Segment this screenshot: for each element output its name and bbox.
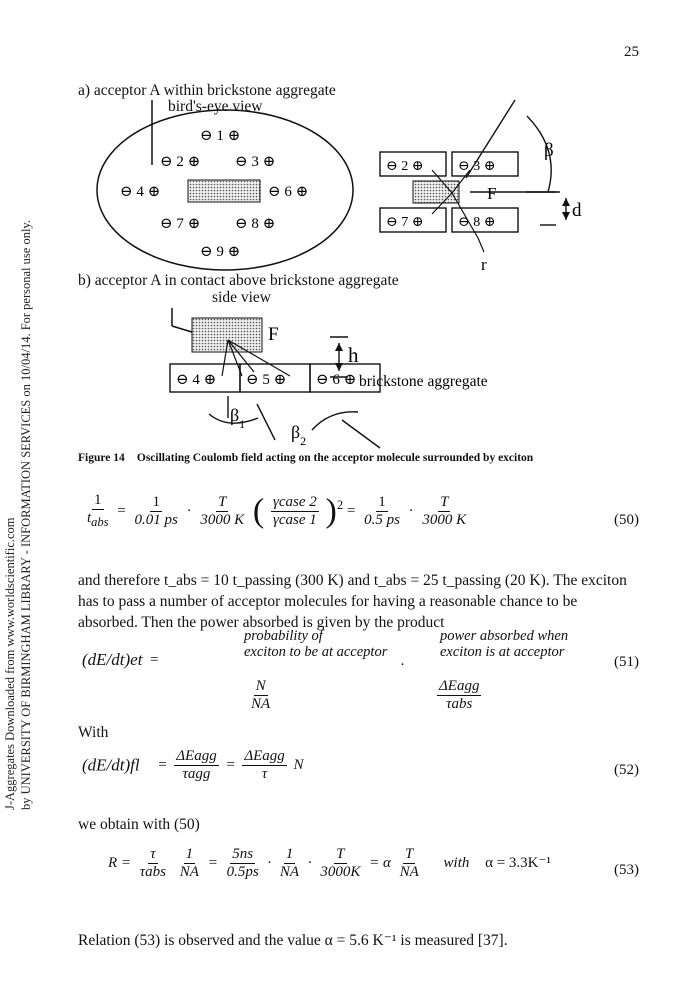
molecule-6-label: ⊖ 6 ⊕ [268,184,308,200]
molecule-row-1: ⊖ 1 ⊕ [200,128,240,144]
figure-14-diagram: ⊖ 1 ⊕ ⊖ 2 ⊕ ⊖ 3 ⊕ ⊖ 4 ⊕ ⊖ 6 ⊕ ⊖ 7 ⊕ ⊖ 8 … [96,99,582,449]
brick-8 [451,207,519,233]
equation-51-dot: · [400,657,405,673]
equation-53-number: (53) [614,862,639,878]
molecule-2-label: ⊖ 2 ⊕ [160,154,200,170]
force-label-a: F [487,184,496,203]
figure-caption-tag: Figure 14 [78,452,125,464]
radius-label-r: r [481,255,487,274]
figure-b-title: b) acceptor A in contact above brickston… [78,272,399,289]
brick-2 [379,151,447,177]
paragraph-2: Relation (53) is observed and the value … [78,932,508,949]
figure-caption-text: Oscillating Coulomb field acting on the … [136,452,534,464]
beta-direction-line [465,99,516,179]
page-number: 25 [624,44,639,60]
equation-50-number: (50) [614,512,639,528]
height-label-h: h [348,343,359,367]
side-molecule-4: ⊖ 4 ⊕ [176,372,216,388]
zoom-molecule-8: ⊖ 8 ⊕ [458,215,495,230]
figure-caption: Figure 14 Oscillating Coulomb field acti… [78,452,533,464]
brick-b-6 [309,363,381,393]
beta2-arc [311,411,359,431]
beta1-arc [208,413,259,424]
zoom-molecule-2: ⊖ 2 ⊕ [386,159,423,174]
molecule-1-label: ⊖ 1 ⊕ [200,128,240,144]
brickstone-aggregate-label: brickstone aggregate [359,373,488,390]
zoom-molecule-3: ⊖ 3 ⊕ [458,159,495,174]
with-label: With [78,724,109,741]
equation-51-number: (51) [614,654,639,670]
molecule-7-label: ⊖ 7 ⊕ [160,216,200,232]
equation-52-number: (52) [614,762,639,778]
equation-51-equals: = [150,652,159,668]
obtain-text: we obtain with (50) [78,816,200,833]
paragraph-1: and therefore t_abs = 10 t_passing (300 … [78,572,627,631]
brickstone-ellipse [96,109,354,271]
zoom-molecule-7: ⊖ 7 ⊕ [386,215,423,230]
angle-label-beta2: β2 [291,422,306,448]
molecule-9-label: ⊖ 9 ⊕ [200,244,240,260]
side-molecule-6: ⊖ 6 ⊕ [316,372,356,388]
molecule-8-label: ⊖ 8 ⊕ [235,216,275,232]
figure-b-view-label: side view [212,289,271,306]
side-molecule-5: ⊖ 5 ⊕ [246,372,286,388]
force-label-b: F [268,324,279,345]
beta-arc [526,115,552,193]
angle-label-beta: β [544,140,554,161]
zoom-detail: ⊖ 2 ⊕ ⊖ 3 ⊕ ⊖ 7 ⊕ ⊖ 8 ⊕ [379,99,570,253]
equation-51-lhs: (dE/dt)et [82,650,143,669]
brick-3 [451,151,519,177]
molecule-3-label: ⊖ 3 ⊕ [235,154,275,170]
acceptor-molecule-a [187,179,261,203]
brick-7 [379,207,447,233]
molecule-4-label: ⊖ 4 ⊕ [120,184,160,200]
angle-label-beta1: β1 [230,405,245,431]
figure-a-title: a) acceptor A within brickstone aggregat… [78,82,336,99]
distance-label-d: d [572,200,582,221]
